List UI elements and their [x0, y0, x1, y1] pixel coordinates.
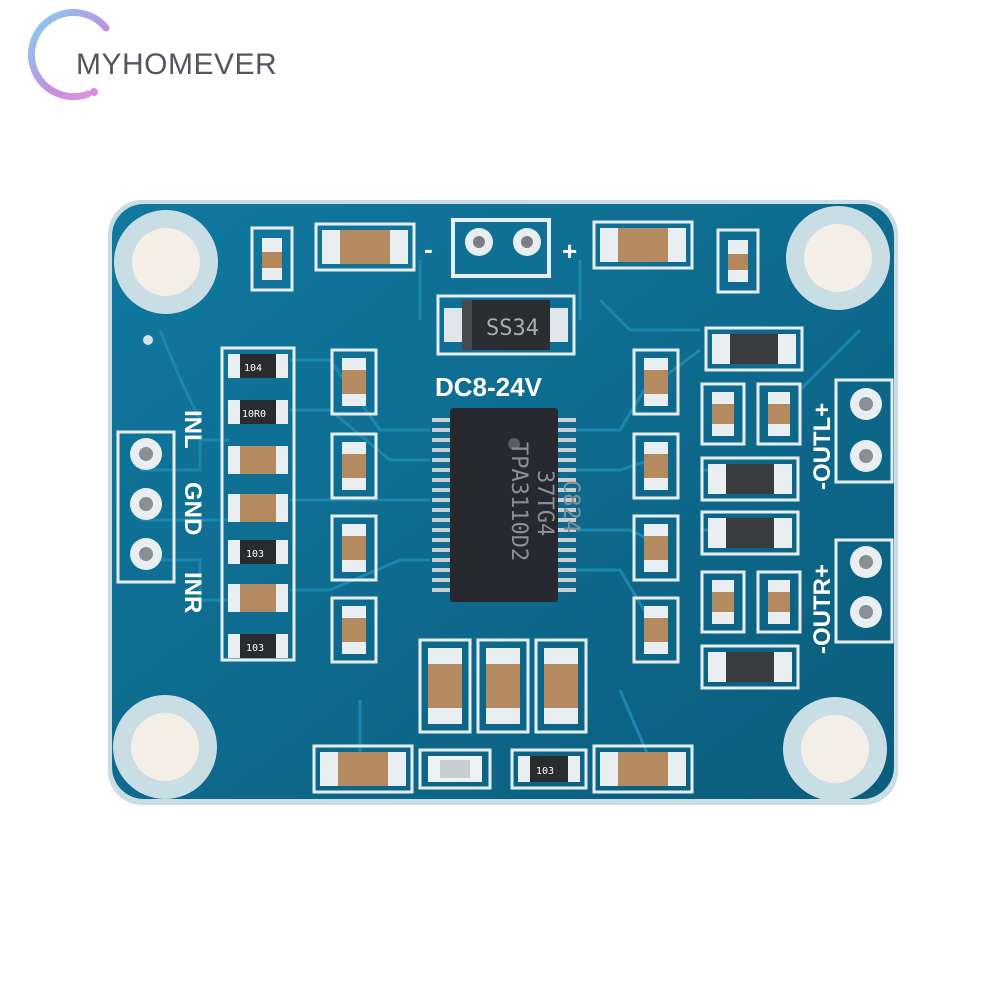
top-capacitors	[250, 220, 760, 294]
brand-ring-icon	[28, 9, 110, 101]
chip-line-2: 37TG4	[532, 470, 557, 536]
resistor-code-5: 103	[536, 766, 554, 777]
bottom-capacitors	[312, 638, 694, 794]
out-left-label: -OUTL+	[809, 403, 836, 490]
input-label-gnd: GND	[179, 482, 206, 535]
right-components	[700, 326, 804, 690]
resistor-code-2: 10R0	[242, 409, 266, 420]
brand-name: MYHOMEVER	[76, 48, 278, 81]
resistor-code-3: 103	[246, 549, 264, 560]
chip-line-3: C824	[558, 480, 583, 533]
inner-capacitors	[330, 348, 680, 664]
amplifier-chip	[432, 408, 576, 602]
resistor-code-1: 104	[244, 363, 262, 374]
input-label-inl: INL	[179, 410, 206, 449]
chip-line-1: TPA3110D2	[506, 442, 531, 561]
input-header	[116, 430, 176, 584]
minus-label: -	[424, 234, 433, 264]
resistor-code-4: 103	[246, 643, 264, 654]
left-resistors	[220, 346, 296, 662]
plus-label: +	[562, 236, 577, 266]
mount-holes	[113, 206, 890, 801]
output-headers	[834, 378, 894, 644]
diode-marking: SS34	[486, 316, 539, 341]
power-label: DC8-24V	[435, 372, 543, 402]
diode	[436, 294, 576, 356]
board-dot	[143, 335, 153, 345]
power-header	[451, 218, 551, 278]
out-right-label: -OUTR+	[809, 564, 836, 654]
input-label-inr: INR	[179, 572, 206, 613]
brand-logo: MYHOMEVER	[18, 6, 288, 106]
